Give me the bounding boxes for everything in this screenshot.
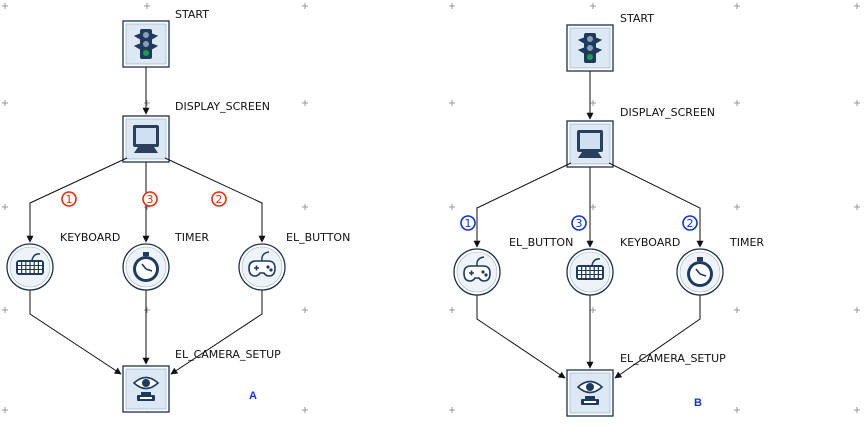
node-label-branch1: KEYBOARD xyxy=(60,231,120,244)
badge-number: 3 xyxy=(576,217,583,230)
node-label-camera: EL_CAMERA_SETUP xyxy=(175,348,281,361)
node-label-branch2: TIMER xyxy=(174,231,209,244)
node-branch2[interactable] xyxy=(566,248,614,296)
edge-branch1-camera xyxy=(476,295,566,379)
grid-marks xyxy=(2,3,860,413)
eye-camera-icon xyxy=(132,376,160,401)
node-label-start: START xyxy=(620,12,654,25)
node-branch2[interactable] xyxy=(122,243,170,291)
badge-number: 2 xyxy=(687,217,694,230)
node-camera[interactable] xyxy=(566,369,614,417)
gamepad-icon xyxy=(248,251,276,277)
node-label-branch2: KEYBOARD xyxy=(620,236,680,249)
order-badge-3: 2 xyxy=(211,191,227,207)
stopwatch-icon xyxy=(133,252,159,282)
edge-branch3-camera xyxy=(170,290,263,375)
monitor-icon xyxy=(577,130,603,158)
badge-number: 1 xyxy=(66,193,73,206)
node-start[interactable] xyxy=(566,24,614,72)
order-badge-2: 3 xyxy=(571,215,587,231)
order-badge-2: 3 xyxy=(142,191,158,207)
node-camera[interactable] xyxy=(122,365,170,413)
node-branch1[interactable] xyxy=(6,243,54,291)
edge-display-branch1 xyxy=(473,162,572,248)
eye-camera-icon xyxy=(576,380,604,405)
traffic-light-icon xyxy=(133,29,159,59)
order-badge-3: 2 xyxy=(682,215,698,231)
keyboard-icon xyxy=(576,258,604,280)
stopwatch-icon xyxy=(687,257,713,287)
badge-number: 3 xyxy=(147,193,154,206)
node-branch1[interactable] xyxy=(453,248,501,296)
order-badge-1: 1 xyxy=(61,191,77,207)
traffic-light-icon xyxy=(577,33,603,63)
monitor-icon xyxy=(133,125,159,153)
panel-tag: A xyxy=(249,390,257,402)
node-label-branch3: EL_BUTTON xyxy=(286,231,350,244)
node-display[interactable] xyxy=(122,115,170,163)
node-label-branch1: EL_BUTTON xyxy=(509,236,573,249)
node-branch3[interactable] xyxy=(676,248,724,296)
node-label-camera: EL_CAMERA_SETUP xyxy=(620,352,726,365)
badge-number: 2 xyxy=(216,193,223,206)
node-start[interactable] xyxy=(122,20,170,68)
order-badge-1: 1 xyxy=(460,215,476,231)
node-label-start: START xyxy=(175,8,209,21)
edge-display-branch3 xyxy=(164,157,266,243)
panel-a: START DISPLAY_SCREEN KEYBOARD TIMER EL_BUTTO… xyxy=(6,8,350,413)
node-label-branch3: TIMER xyxy=(729,236,764,249)
edge-display-branch3 xyxy=(608,162,704,248)
edge-display-branch1 xyxy=(26,157,128,243)
edge-branch1-camera xyxy=(29,290,122,375)
badge-number: 1 xyxy=(465,217,472,230)
node-label-display: DISPLAY_SCREEN xyxy=(620,106,715,119)
panel-tag: B xyxy=(694,397,702,409)
node-label-display: DISPLAY_SCREEN xyxy=(175,100,270,113)
gamepad-icon xyxy=(463,256,491,282)
panel-b: START DISPLAY_SCREEN EL_BUTTON KEYBOARD TIME… xyxy=(453,12,764,417)
edge-branch3-camera xyxy=(614,295,701,379)
node-display[interactable] xyxy=(566,120,614,168)
node-branch3[interactable] xyxy=(238,243,286,291)
keyboard-icon xyxy=(16,253,44,275)
